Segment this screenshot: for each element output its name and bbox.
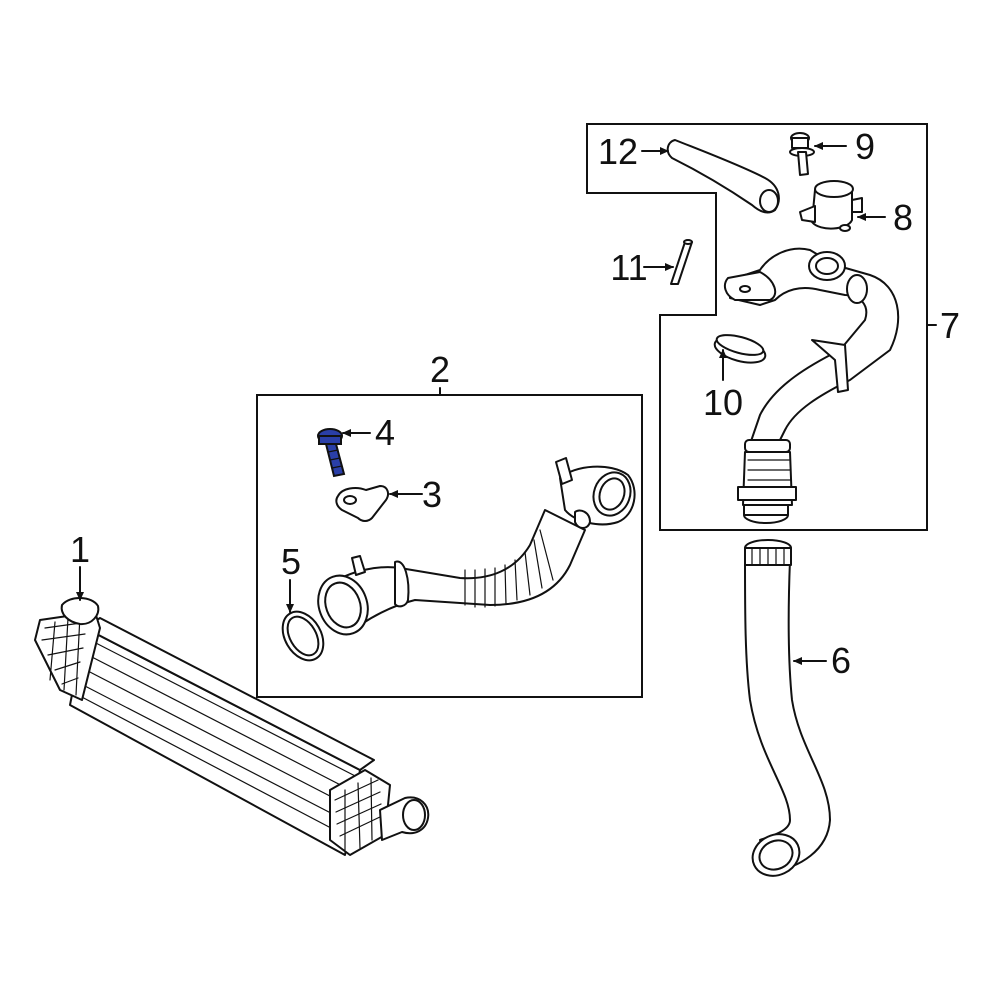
bolt-part-highlighted[interactable] <box>317 428 346 478</box>
housing-part[interactable] <box>799 180 863 232</box>
leader-lines <box>76 142 937 665</box>
callout-5[interactable]: 5 <box>281 541 301 582</box>
callout-2[interactable]: 2 <box>430 349 450 390</box>
group-7-box <box>586 123 928 531</box>
lower-hose-part[interactable] <box>744 539 831 883</box>
callout-12[interactable]: 12 <box>598 131 638 172</box>
callout-4[interactable]: 4 <box>375 412 395 453</box>
callout-9[interactable]: 9 <box>855 126 875 167</box>
bracket-part[interactable] <box>335 485 389 522</box>
small-hose-part[interactable] <box>666 139 780 214</box>
callout-10[interactable]: 10 <box>703 382 743 423</box>
callout-6[interactable]: 6 <box>831 640 851 681</box>
callout-7[interactable]: 7 <box>940 305 960 346</box>
pin-part[interactable] <box>670 239 693 285</box>
callout-8[interactable]: 8 <box>893 197 913 238</box>
callout-1[interactable]: 1 <box>70 529 90 570</box>
outlet-pipe-part[interactable] <box>723 247 900 524</box>
intake-duct-part[interactable] <box>310 457 636 641</box>
bolt-9-part[interactable] <box>789 132 815 176</box>
callout-3[interactable]: 3 <box>422 474 442 515</box>
callout-11[interactable]: 11 <box>610 247 647 288</box>
intercooler-part[interactable] <box>34 597 430 856</box>
callout-labels: 1 2 3 4 5 6 7 8 9 10 11 12 <box>70 126 960 681</box>
group-2-box <box>256 394 643 698</box>
clamp-ring-part[interactable] <box>712 331 768 367</box>
o-ring-part[interactable] <box>274 604 331 667</box>
